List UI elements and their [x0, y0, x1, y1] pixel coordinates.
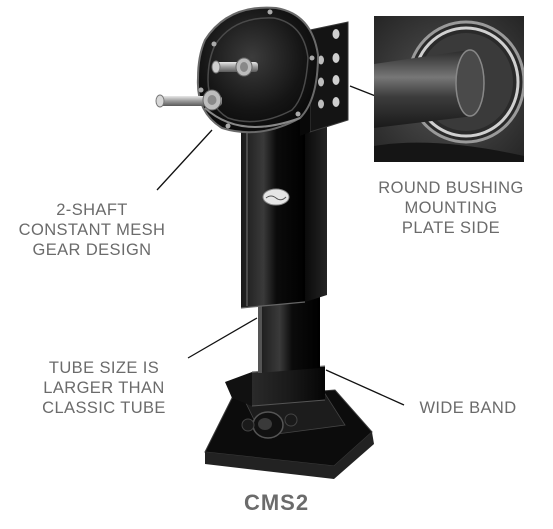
- tube-size-callout: TUBE SIZE IS LARGER THAN CLASSIC TUBE: [34, 358, 174, 418]
- gear-callout-line: [156, 129, 213, 191]
- band-callout-line: [325, 369, 405, 406]
- wide-band-callout: WIDE BAND: [398, 398, 538, 418]
- bushing-closeup: [374, 16, 524, 162]
- model-name: CMS2: [243, 490, 310, 515]
- brand-badge: [262, 188, 290, 206]
- gear-design-callout: 2-SHAFT CONSTANT MESH GEAR DESIGN: [18, 200, 166, 260]
- bushing-callout-line-1: ROUND BUSHING: [378, 179, 524, 197]
- bushing-inset-photo: [374, 16, 524, 162]
- wide-band: [225, 365, 326, 407]
- tube-callout-line: [187, 317, 258, 359]
- upper-shaft: [211, 57, 258, 77]
- foot-pin: [241, 411, 298, 439]
- tube-callout-line-1: TUBE SIZE IS: [48, 359, 160, 377]
- inner-tube: [258, 285, 320, 373]
- bushing-callout: ROUND BUSHING MOUNTING PLATE SIDE: [358, 178, 544, 238]
- bushing-callout-line-2: MOUNTING: [404, 199, 498, 217]
- band-callout-line-1: WIDE BAND: [419, 399, 517, 417]
- outer-tube: [240, 108, 327, 309]
- gear-callout-line-3: GEAR DESIGN: [32, 241, 152, 259]
- bushing-callout-line: [349, 85, 379, 98]
- gear-callout-line-1: 2-SHAFT: [56, 201, 128, 219]
- gear-callout-line-2: CONSTANT MESH: [18, 221, 166, 239]
- lower-shaft: [155, 89, 222, 111]
- tube-callout-line-3: CLASSIC TUBE: [42, 399, 166, 417]
- bushing-callout-line-3: PLATE SIDE: [401, 219, 501, 237]
- gear-box: [196, 6, 320, 134]
- tube-callout-line-2: LARGER THAN: [43, 379, 165, 397]
